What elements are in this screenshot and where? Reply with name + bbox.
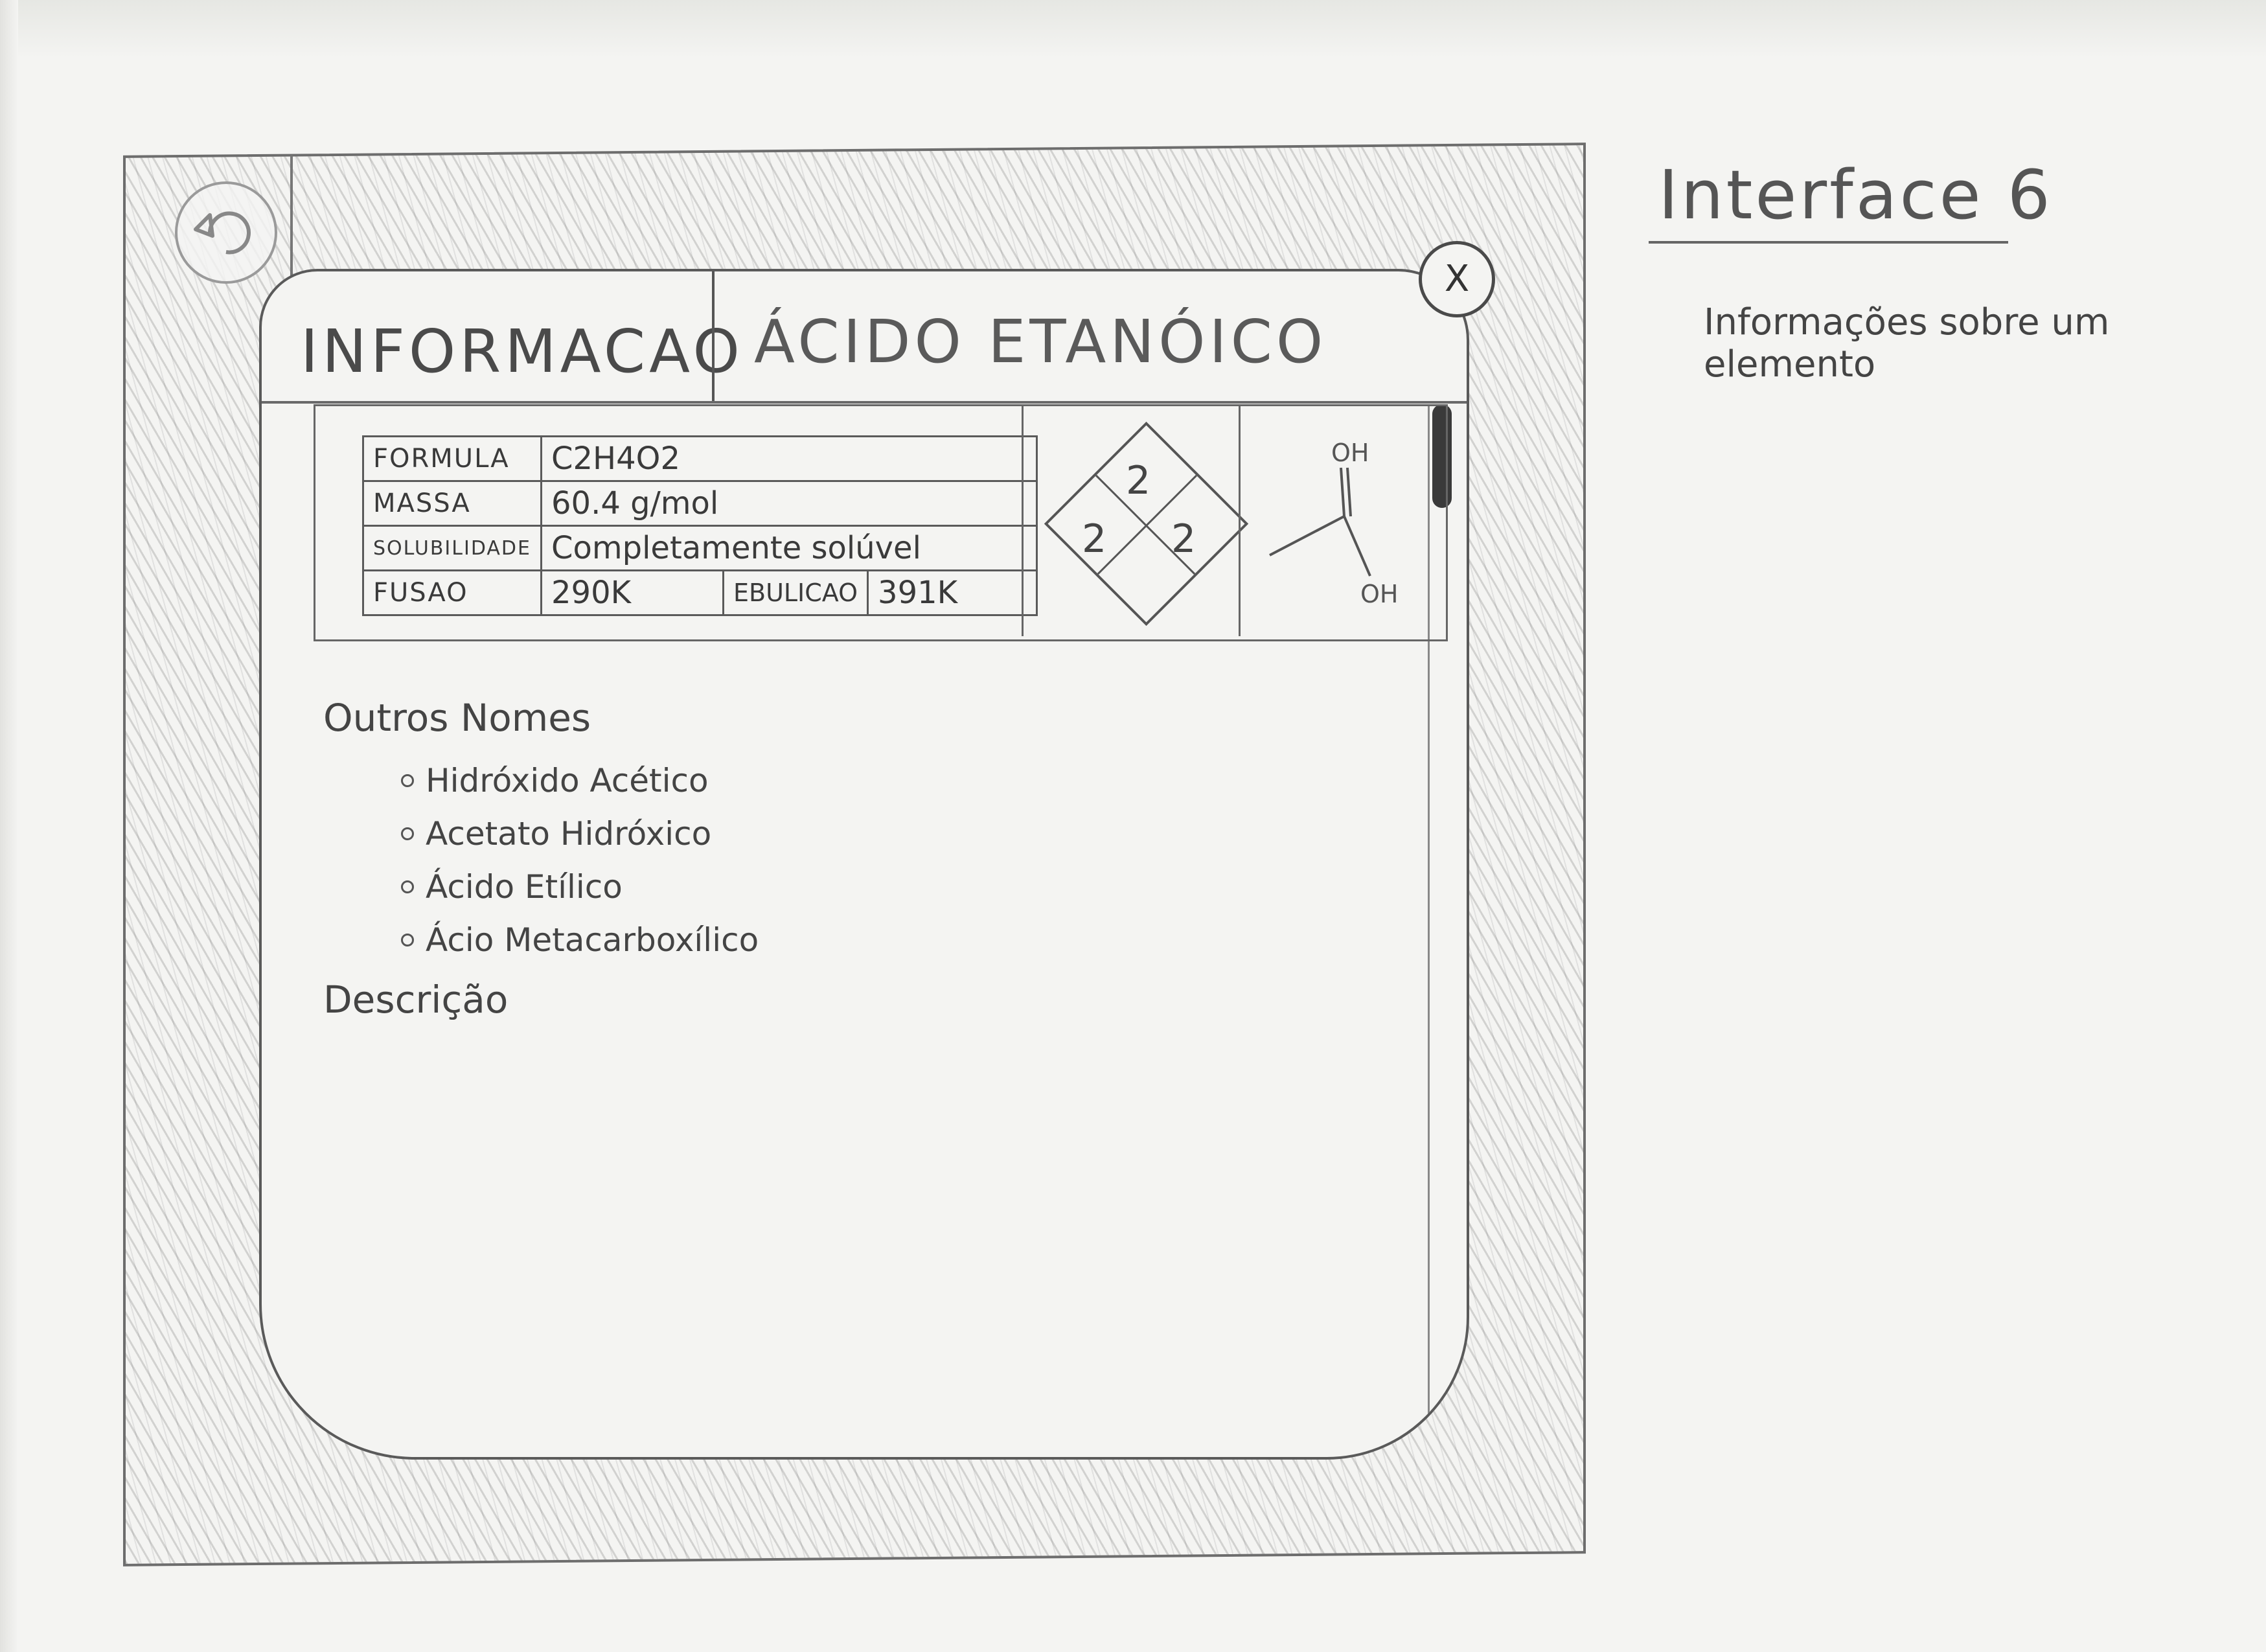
solubility-label: SOLUBILIDADE xyxy=(362,525,542,571)
boiling-value: 391K xyxy=(867,569,1038,616)
title-underline xyxy=(1649,241,2008,244)
list-item: Ácido Etílico xyxy=(401,860,759,913)
hazard-top-value: 2 xyxy=(1126,458,1151,503)
table-row: MASSA 60.4 g/mol xyxy=(362,480,1038,527)
scrollbar[interactable] xyxy=(1428,404,1456,1441)
other-name-text: Ácido Etílico xyxy=(426,868,623,906)
table-row: SOLUBILIDADE Completamente solúvel xyxy=(362,525,1038,571)
scroll-thumb[interactable] xyxy=(1432,404,1452,508)
other-names-list: Hidróxido Acético Acetato Hidróxico Ácid… xyxy=(401,754,759,967)
info-card: INFORMACAO ÁCIDO ETANÓICO FORMULA C2H4O2… xyxy=(259,269,1469,1460)
bullet-icon xyxy=(401,880,414,893)
paper-edge-left xyxy=(0,0,18,1652)
molecule-structure-icon xyxy=(1269,467,1371,577)
properties-table: FORMULA C2H4O2 MASSA 60.4 g/mol SOLUBILI… xyxy=(362,435,1038,616)
element-name-title: ÁCIDO ETANÓICO xyxy=(754,307,1327,376)
solubility-value: Completamente solúvel xyxy=(540,525,1038,571)
list-item: Hidróxido Acético xyxy=(401,754,759,807)
sketch-subtitle: Informações sobre um elemento xyxy=(1704,301,2110,385)
bullet-icon xyxy=(401,827,414,840)
oh-bottom-label: OH xyxy=(1360,580,1399,608)
hazard-diamond-panel: 2 2 2 xyxy=(1022,406,1249,636)
table-row: FORMULA C2H4O2 xyxy=(362,435,1038,482)
fusion-label: FUSAO xyxy=(362,569,542,616)
hazard-diamond-icon xyxy=(1044,421,1249,626)
tab-informacao[interactable]: INFORMACAO xyxy=(301,317,744,386)
list-item: Acetato Hidróxico xyxy=(401,807,759,860)
formula-value: C2H4O2 xyxy=(540,435,1038,482)
description-heading: Descrição xyxy=(323,978,509,1022)
table-row: FUSAO 290K EBULICAO 391K xyxy=(362,569,1038,616)
back-arrow-icon xyxy=(194,211,251,255)
hazard-right-value: 2 xyxy=(1171,516,1196,562)
card-header: INFORMACAO ÁCIDO ETANÓICO xyxy=(262,271,1467,404)
header-divider xyxy=(712,271,715,401)
oh-top-label: OH xyxy=(1331,439,1369,467)
paper-edge xyxy=(0,0,2266,58)
hazard-left-value: 2 xyxy=(1082,516,1107,562)
sketch-title: Interface 6 xyxy=(1658,155,2053,235)
bullet-icon xyxy=(401,934,414,946)
close-button[interactable]: X xyxy=(1419,241,1495,317)
other-name-text: Ácio Metacarboxílico xyxy=(426,921,759,959)
mass-value: 60.4 g/mol xyxy=(540,480,1038,527)
other-names-heading: Outros Nomes xyxy=(323,696,591,740)
properties-panel: FORMULA C2H4O2 MASSA 60.4 g/mol SOLUBILI… xyxy=(314,404,1448,641)
molecule-structure-panel: OH OH xyxy=(1239,406,1448,636)
formula-label: FORMULA xyxy=(362,435,542,482)
topbar-divider xyxy=(290,155,293,285)
close-icon: X xyxy=(1444,258,1470,300)
back-button[interactable] xyxy=(175,181,277,284)
bullet-icon xyxy=(401,774,414,787)
fusion-value: 290K xyxy=(540,569,724,616)
other-name-text: Hidróxido Acético xyxy=(426,762,709,799)
boiling-label: EBULICAO xyxy=(722,569,869,616)
list-item: Ácio Metacarboxílico xyxy=(401,913,759,967)
mass-label: MASSA xyxy=(362,480,542,527)
other-name-text: Acetato Hidróxico xyxy=(426,815,712,853)
